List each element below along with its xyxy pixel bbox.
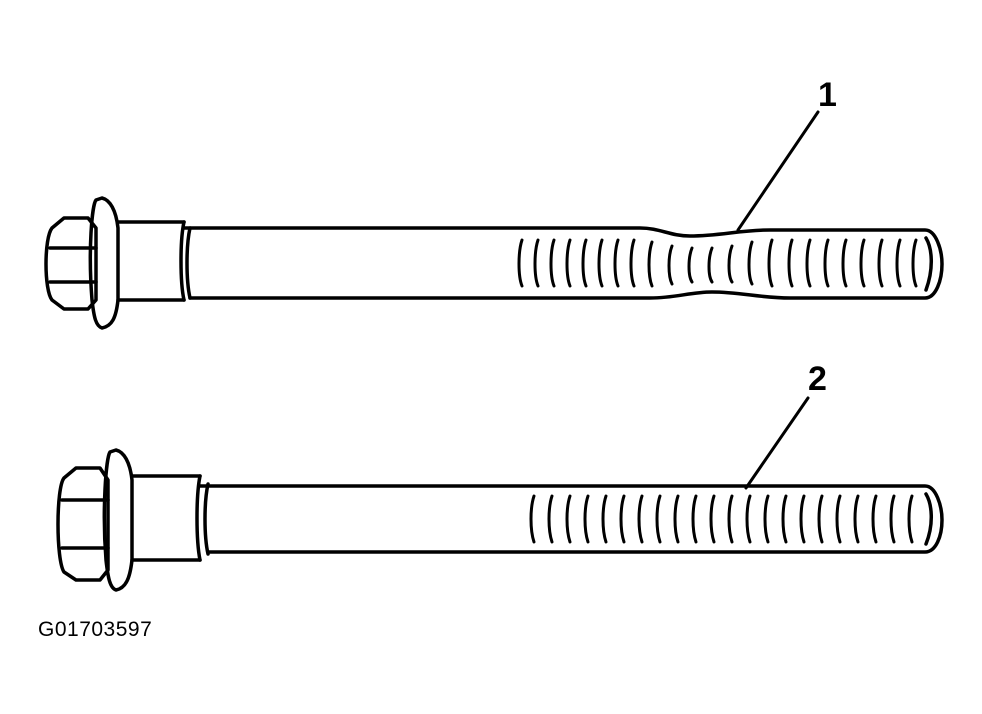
bolt-2-shank-outline — [198, 484, 944, 554]
bolt-2-threads — [529, 494, 914, 544]
bolt-1-stretched — [44, 110, 944, 330]
figure-code: G01703597 — [38, 618, 153, 641]
bolt-1-shoulder — [116, 220, 186, 302]
bolt-2-normal — [56, 396, 944, 592]
bolt-1-threads — [517, 238, 918, 288]
bolt-1-flange — [88, 196, 120, 330]
bolt-1-hex-head — [44, 216, 98, 311]
bolt-2-shoulder-edge — [195, 474, 202, 562]
callout-2-leader — [744, 396, 810, 490]
callout-1-number: 1 — [818, 76, 837, 114]
callout-1-leader — [736, 110, 820, 232]
bolt-1-shank-outline — [182, 226, 944, 300]
bolt-2-hex-head — [56, 466, 110, 582]
bolt-2-shoulder — [130, 474, 202, 562]
bolt-1-shank-start — [185, 226, 192, 300]
bolt-2-thread-tip — [924, 492, 933, 546]
bolt-1-shoulder-edge — [179, 220, 186, 302]
bolt-2-flange — [102, 448, 134, 592]
bolt-2-shank-start — [203, 482, 210, 556]
callout-2-number: 2 — [808, 360, 827, 398]
bolt-1-thread-tip — [924, 236, 933, 292]
